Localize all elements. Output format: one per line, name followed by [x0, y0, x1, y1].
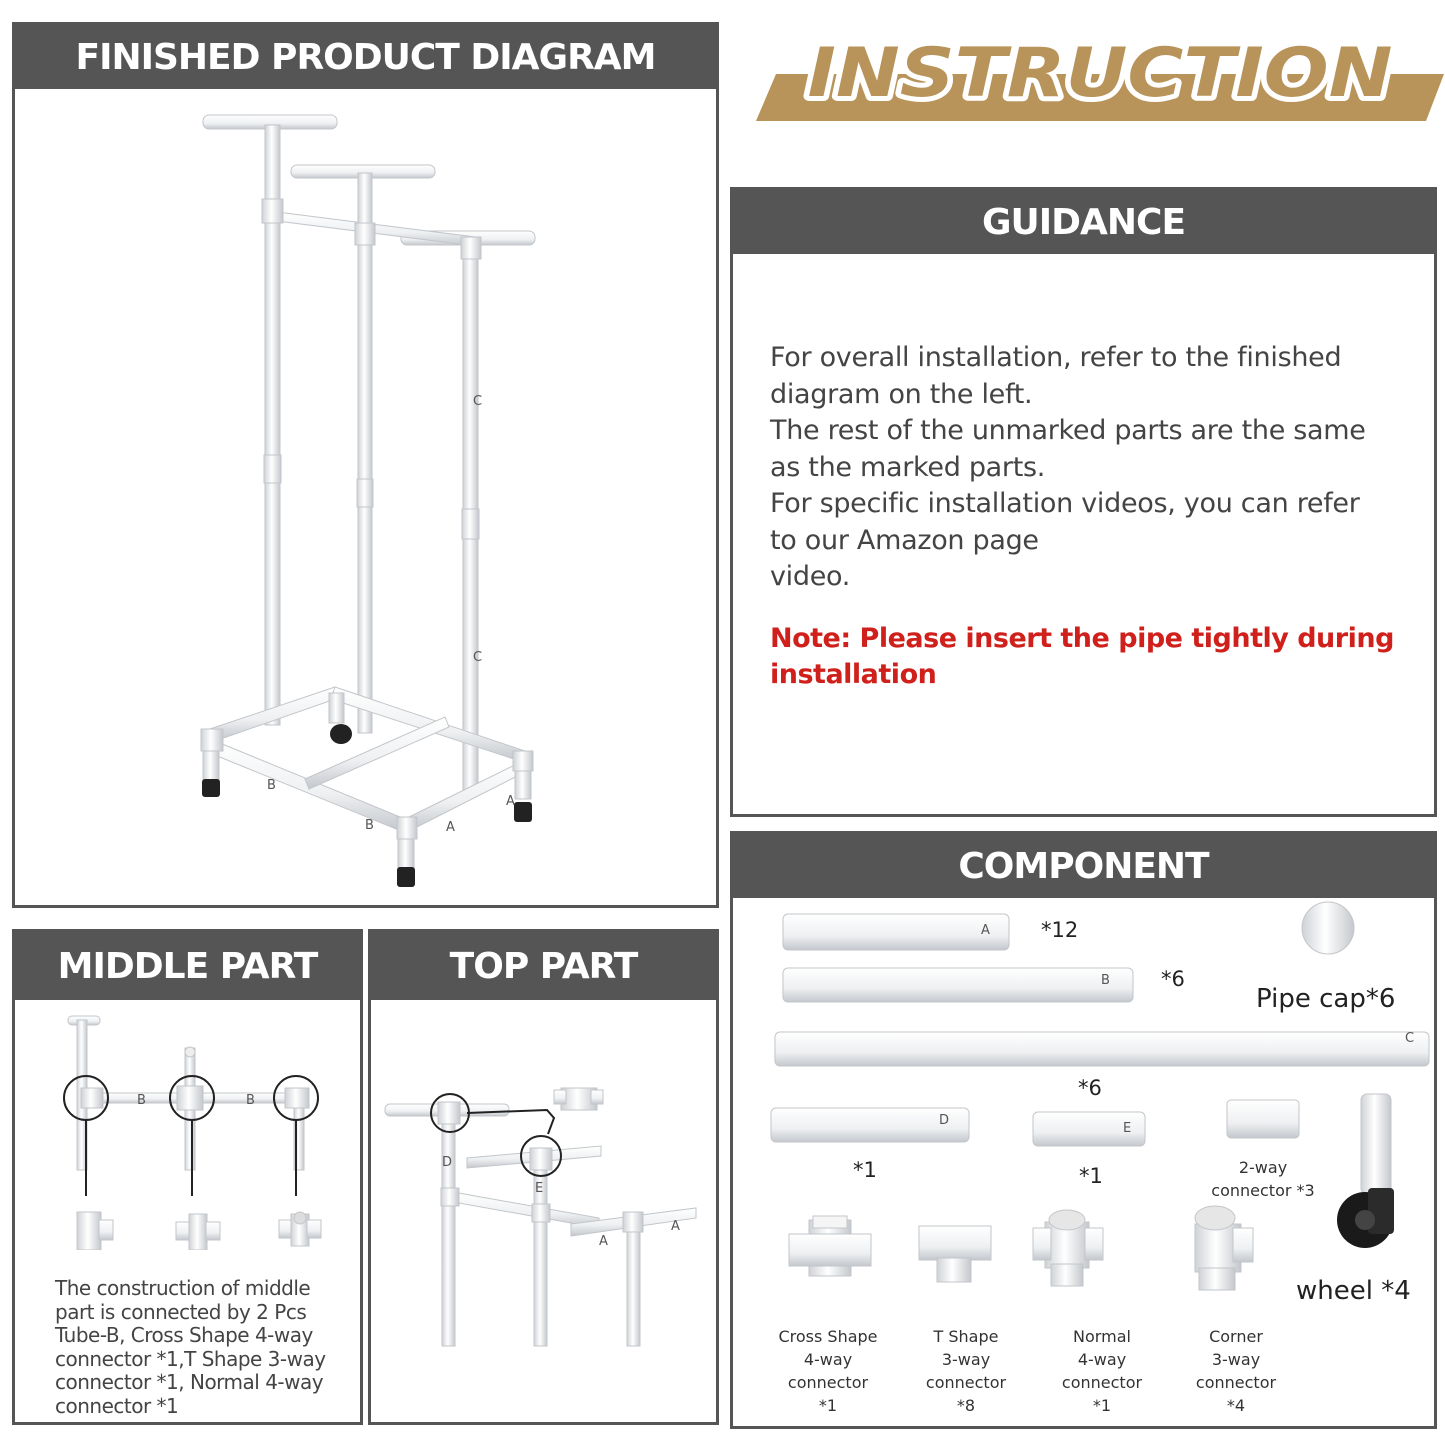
- middle-description-line: The construction of middle: [55, 1276, 311, 1300]
- middle-description-line: connector *1: [55, 1393, 179, 1418]
- connector-label-line: Corner: [1209, 1327, 1263, 1346]
- guidance-line: diagram on the left.: [770, 378, 1033, 410]
- top-label-d: D: [442, 1155, 452, 1170]
- middle-label-b1: B: [137, 1093, 146, 1108]
- middle-part-title: MIDDLE PART: [15, 932, 360, 1000]
- top-part-title: TOP PART: [371, 932, 716, 1000]
- normal-connector-label: Normal 4-way connector *1: [1037, 1325, 1167, 1417]
- cross-connector-label: Cross Shape 4-way connector *1: [763, 1325, 893, 1417]
- tube-b-letter: B: [1101, 973, 1110, 988]
- component-tubes-illustration: A B C D E: [770, 901, 1430, 1291]
- connector-label-line: *4: [1226, 1396, 1246, 1415]
- tube-c-qty: *6: [1078, 1076, 1102, 1100]
- connector-label-line: 3-way: [941, 1350, 991, 1369]
- tube-a-qty: *12: [1041, 918, 1079, 942]
- two-way-connector-label: 2-way connector *3: [1203, 1156, 1323, 1202]
- component-panel: COMPONENT: [730, 831, 1437, 1429]
- connector-label-line: 4-way: [1077, 1350, 1127, 1369]
- middle-part-panel: MIDDLE PART B B: [12, 929, 363, 1425]
- finished-product-title: FINISHED PRODUCT DIAGRAM: [15, 25, 716, 89]
- guidance-line: For specific installation videos, you ca…: [770, 488, 1360, 519]
- label-b-middle: B: [365, 818, 374, 833]
- label-a-front: A: [446, 820, 455, 835]
- tube-d-qty: *1: [853, 1158, 877, 1182]
- pipe-cap-label: Pipe cap*6: [1256, 984, 1396, 1014]
- connector-label-line: Cross Shape: [778, 1327, 878, 1346]
- two-way-connector: [1226, 1099, 1300, 1139]
- guidance-line: to our Amazon page: [770, 524, 1039, 556]
- top-part-illustration: D E A A: [384, 1087, 697, 1347]
- connector-label-line: *8: [956, 1396, 976, 1415]
- pipe-cap: [1301, 901, 1355, 955]
- tube-e-qty: *1: [1079, 1164, 1103, 1188]
- instruction-banner: INSTRUCTION INSTRUCTION: [756, 29, 1444, 121]
- top-label-a1: A: [599, 1234, 608, 1249]
- connector-label-line: connector: [1061, 1373, 1143, 1392]
- tube-b-qty: *6: [1161, 967, 1185, 991]
- tube-c: [774, 1031, 1430, 1067]
- top-part-panel: TOP PART: [368, 929, 719, 1425]
- tube-b: [782, 967, 1134, 1003]
- guidance-line: The rest of the unmarked parts are the s…: [770, 415, 1366, 446]
- middle-description-line: connector *1,T Shape 3-way: [55, 1346, 326, 1371]
- label-c-lower: C: [473, 650, 482, 665]
- label-b-left: B: [267, 778, 276, 793]
- tube-labels: C C B B A A: [267, 394, 515, 835]
- connector-label-line: T Shape: [933, 1327, 999, 1346]
- two-way-line: connector *3: [1211, 1181, 1315, 1200]
- two-way-line: 2-way: [1238, 1158, 1288, 1177]
- tube-c-letter: C: [1405, 1031, 1414, 1046]
- guidance-note-line: installation: [770, 659, 937, 690]
- tube-d: [770, 1107, 970, 1143]
- tube-e-letter: E: [1123, 1121, 1131, 1136]
- tube-e: [1032, 1111, 1146, 1147]
- top-label-a2: A: [671, 1219, 680, 1234]
- connector-label-line: connector: [1195, 1373, 1277, 1392]
- middle-label-b2: B: [246, 1093, 255, 1108]
- connector-shapes: [788, 1205, 1254, 1291]
- middle-part-illustration: B B: [63, 1015, 322, 1250]
- rack-wheels: [202, 724, 532, 887]
- middle-connector-pieces: [76, 1211, 322, 1250]
- label-a-right: A: [506, 794, 515, 809]
- t-connector-label: T Shape 3-way connector *8: [901, 1325, 1031, 1417]
- connector-label-line: connector: [925, 1373, 1007, 1392]
- connector-label-line: *1: [1092, 1396, 1112, 1415]
- guidance-line: For overall installation, refer to the f…: [770, 342, 1342, 373]
- middle-part-description: The construction of middle part is conne…: [55, 1276, 355, 1418]
- corner-connector-label: Corner 3-way connector *4: [1171, 1325, 1301, 1417]
- guidance-line: as the marked parts.: [770, 451, 1046, 483]
- rack-frame: [200, 114, 536, 874]
- top-label-e: E: [535, 1181, 543, 1196]
- tube-d-letter: D: [939, 1113, 949, 1128]
- guidance-title: GUIDANCE: [733, 190, 1434, 254]
- middle-description-line: Tube-B, Cross Shape 4-way: [55, 1323, 313, 1347]
- guidance-note-line: Note: Please insert the pipe tightly dur…: [770, 622, 1394, 654]
- component-title: COMPONENT: [733, 834, 1434, 898]
- middle-description-line: part is connected by 2 Pcs: [55, 1299, 307, 1324]
- tube-a-letter: A: [981, 923, 990, 938]
- connector-label-line: *1: [818, 1396, 838, 1415]
- middle-description-line: connector *1, Normal 4-way: [55, 1370, 324, 1394]
- connector-label-line: Normal: [1073, 1327, 1131, 1346]
- guidance-line: video.: [770, 561, 851, 592]
- tube-a: [782, 913, 1010, 951]
- guidance-body: For overall installation, refer to the f…: [770, 340, 1435, 694]
- wheel-label: wheel *4: [1296, 1276, 1411, 1306]
- label-c-upper: C: [473, 394, 482, 409]
- banner-band: [756, 74, 1444, 121]
- connector-label-line: connector: [787, 1373, 869, 1392]
- instruction-title-fill: INSTRUCTION: [808, 34, 1393, 113]
- finished-rack-illustration: C C B B A A: [200, 114, 536, 887]
- instruction-title: INSTRUCTION: [808, 34, 1393, 113]
- wheel-caster: [1337, 1188, 1394, 1248]
- guidance-panel: GUIDANCE For overall installation, refer…: [730, 187, 1437, 817]
- connector-label-line: 4-way: [803, 1350, 853, 1369]
- connector-label-line: 3-way: [1211, 1350, 1261, 1369]
- finished-product-panel: FINISHED PRODUCT DIAGRAM: [12, 22, 719, 908]
